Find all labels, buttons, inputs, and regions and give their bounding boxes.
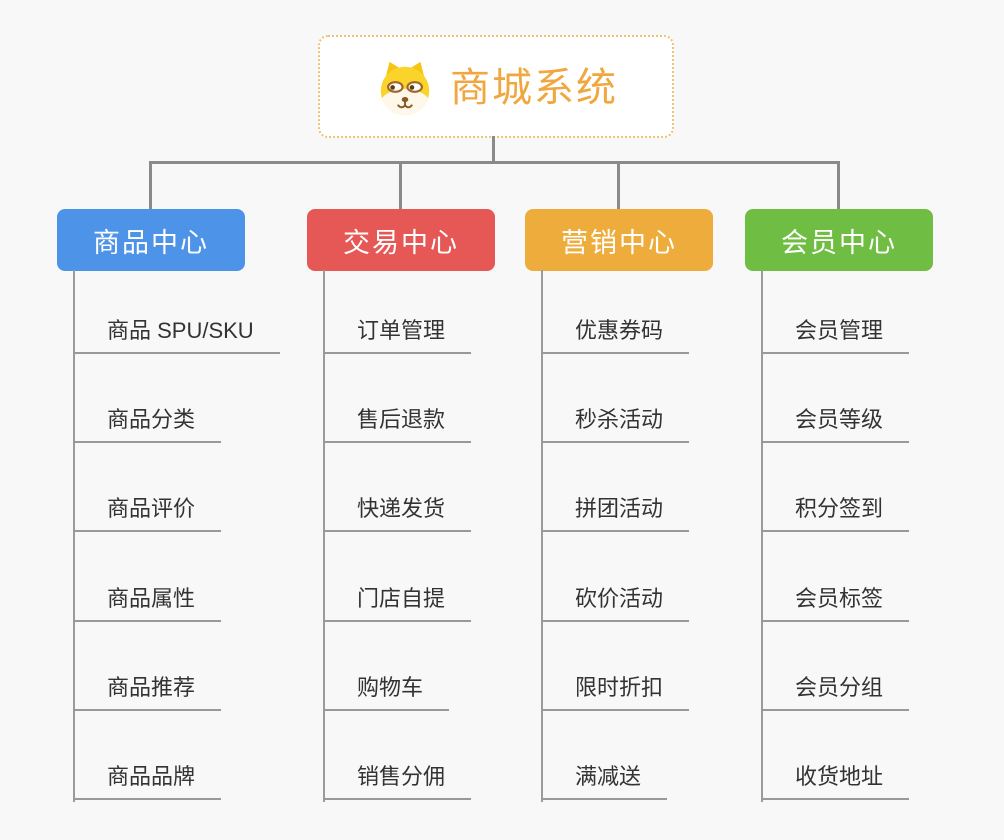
branch-trunk-members — [761, 270, 763, 802]
subtopic-node[interactable]: 订单管理 — [323, 317, 472, 354]
branch-trunk-marketing — [541, 270, 543, 802]
root-title: 商城系统 — [450, 65, 618, 110]
connector-drop-marketing — [617, 161, 620, 210]
subtopic-node[interactable]: 商品品牌 — [73, 763, 222, 800]
connector-drop-products — [149, 161, 152, 210]
connector-drop-members — [837, 161, 840, 210]
connector-drop-trade — [399, 161, 402, 210]
subtopic-node[interactable]: 秒杀活动 — [541, 406, 690, 443]
branch-trunk-trade — [323, 270, 325, 802]
subtopic-node[interactable]: 商品评价 — [73, 495, 222, 532]
subtopic-node[interactable]: 商品属性 — [73, 585, 222, 622]
branch-trunk-products — [73, 270, 75, 802]
subtopic-node[interactable]: 限时折扣 — [541, 674, 690, 711]
subtopic-node[interactable]: 门店自提 — [323, 585, 472, 622]
subtopic-node[interactable]: 商品推荐 — [73, 674, 222, 711]
connector-horizontal — [149, 161, 840, 164]
subtopic-node[interactable]: 砍价活动 — [541, 585, 690, 622]
subtopic-node[interactable]: 优惠券码 — [541, 317, 690, 354]
branch-header-member-center[interactable]: 会员中心 — [745, 209, 933, 271]
subtopic-node[interactable]: 会员等级 — [761, 406, 910, 443]
subtopic-node[interactable]: 售后退款 — [323, 406, 472, 443]
subtopic-node[interactable]: 商品 SPU/SKU — [73, 317, 280, 354]
subtopic-node[interactable]: 快递发货 — [323, 495, 472, 532]
subtopic-node[interactable]: 会员分组 — [761, 674, 910, 711]
subtopic-node[interactable]: 销售分佣 — [323, 763, 472, 800]
subtopic-node[interactable]: 会员管理 — [761, 317, 910, 354]
connector-root-stub — [492, 136, 495, 164]
subtopic-node[interactable]: 拼团活动 — [541, 495, 690, 532]
root-node[interactable]: 商城系统 — [318, 35, 674, 138]
subtopic-node[interactable]: 满减送 — [541, 763, 668, 800]
branch-header-product-center[interactable]: 商品中心 — [57, 209, 245, 271]
subtopic-node[interactable]: 积分签到 — [761, 495, 910, 532]
subtopic-node[interactable]: 会员标签 — [761, 585, 910, 622]
branch-header-trade-center[interactable]: 交易中心 — [307, 209, 495, 271]
subtopic-node[interactable]: 商品分类 — [73, 406, 222, 443]
branch-header-marketing-center[interactable]: 营销中心 — [525, 209, 713, 271]
subtopic-node[interactable]: 收货地址 — [761, 763, 910, 800]
subtopic-node[interactable]: 购物车 — [323, 674, 450, 711]
dog-face-icon — [380, 61, 430, 115]
